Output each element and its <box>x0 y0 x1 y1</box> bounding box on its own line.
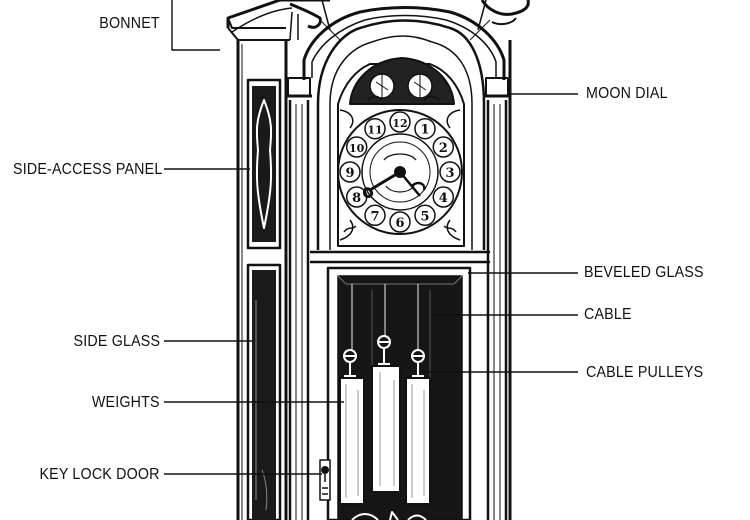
leader-bonnet <box>171 0 220 51</box>
dial-numeral: 2 <box>439 141 448 156</box>
label-beveled-glass: BEVELED GLASS <box>584 264 704 281</box>
dial-numeral: 9 <box>345 166 354 181</box>
dial-numeral-ring <box>439 161 461 183</box>
side-glass-frame <box>246 263 282 520</box>
dial-numeral: 7 <box>370 209 379 224</box>
bonnet-top <box>226 0 330 28</box>
label-side-access-panel: SIDE-ACCESS PANEL <box>12 161 162 178</box>
weight-center <box>371 365 401 493</box>
dial-numeral: 11 <box>367 124 382 137</box>
label-cable: CABLE <box>584 306 632 323</box>
cable-pulley-left <box>343 349 357 377</box>
waist-door-frame <box>326 266 472 520</box>
bonnet-arch <box>302 6 506 80</box>
front-left-column <box>288 100 310 520</box>
dial-numeral-ring <box>364 117 386 140</box>
dial-numeral: 10 <box>349 142 365 155</box>
chapter-ring <box>337 109 463 235</box>
dial-numeral: 5 <box>420 209 429 224</box>
side-access-panel-ornament <box>255 99 273 229</box>
label-weights: WEIGHTS <box>92 394 160 411</box>
label-side-glass: SIDE GLASS <box>73 333 160 350</box>
hour-hand <box>362 170 401 198</box>
label-bonnet: BONNET <box>99 15 160 32</box>
dial-numeral-ring <box>364 204 386 227</box>
dial-numeral: 8 <box>352 191 361 206</box>
label-moon-dial: MOON DIAL <box>586 85 668 102</box>
dial-numeral-ring <box>345 136 368 158</box>
dial-numeral-ring <box>432 136 455 158</box>
leader-lines <box>164 0 578 475</box>
weight-right <box>405 377 431 505</box>
dial-numeral: 12 <box>392 117 407 130</box>
cable-pulley-center <box>377 335 391 365</box>
dial-numeral: 4 <box>439 191 448 206</box>
label-cable-pulleys: CABLE PULLEYS <box>586 364 704 381</box>
dial-numeral: 1 <box>420 123 429 138</box>
dial-numeral-ring <box>414 117 436 140</box>
dial-numeral-ring <box>432 186 455 208</box>
case-left-side <box>236 40 288 520</box>
dial-numeral: 6 <box>395 216 404 231</box>
weight-left <box>339 377 365 505</box>
dial-numeral-ring <box>389 111 411 133</box>
dial-plate <box>337 63 465 247</box>
dial-numeral-ring <box>339 161 361 183</box>
label-key-lock-door: KEY LOCK DOOR <box>39 466 160 483</box>
key-lock <box>319 459 331 501</box>
cable-pulley-right <box>411 349 425 377</box>
dial-door-frame <box>316 19 486 250</box>
side-access-panel-frame <box>246 78 282 250</box>
dial-numeral-ring <box>414 204 436 227</box>
front-right-column <box>486 100 508 520</box>
dial-numeral: 3 <box>445 166 454 181</box>
moon-dial-window <box>349 57 455 105</box>
dial-numeral-ring <box>389 211 411 233</box>
